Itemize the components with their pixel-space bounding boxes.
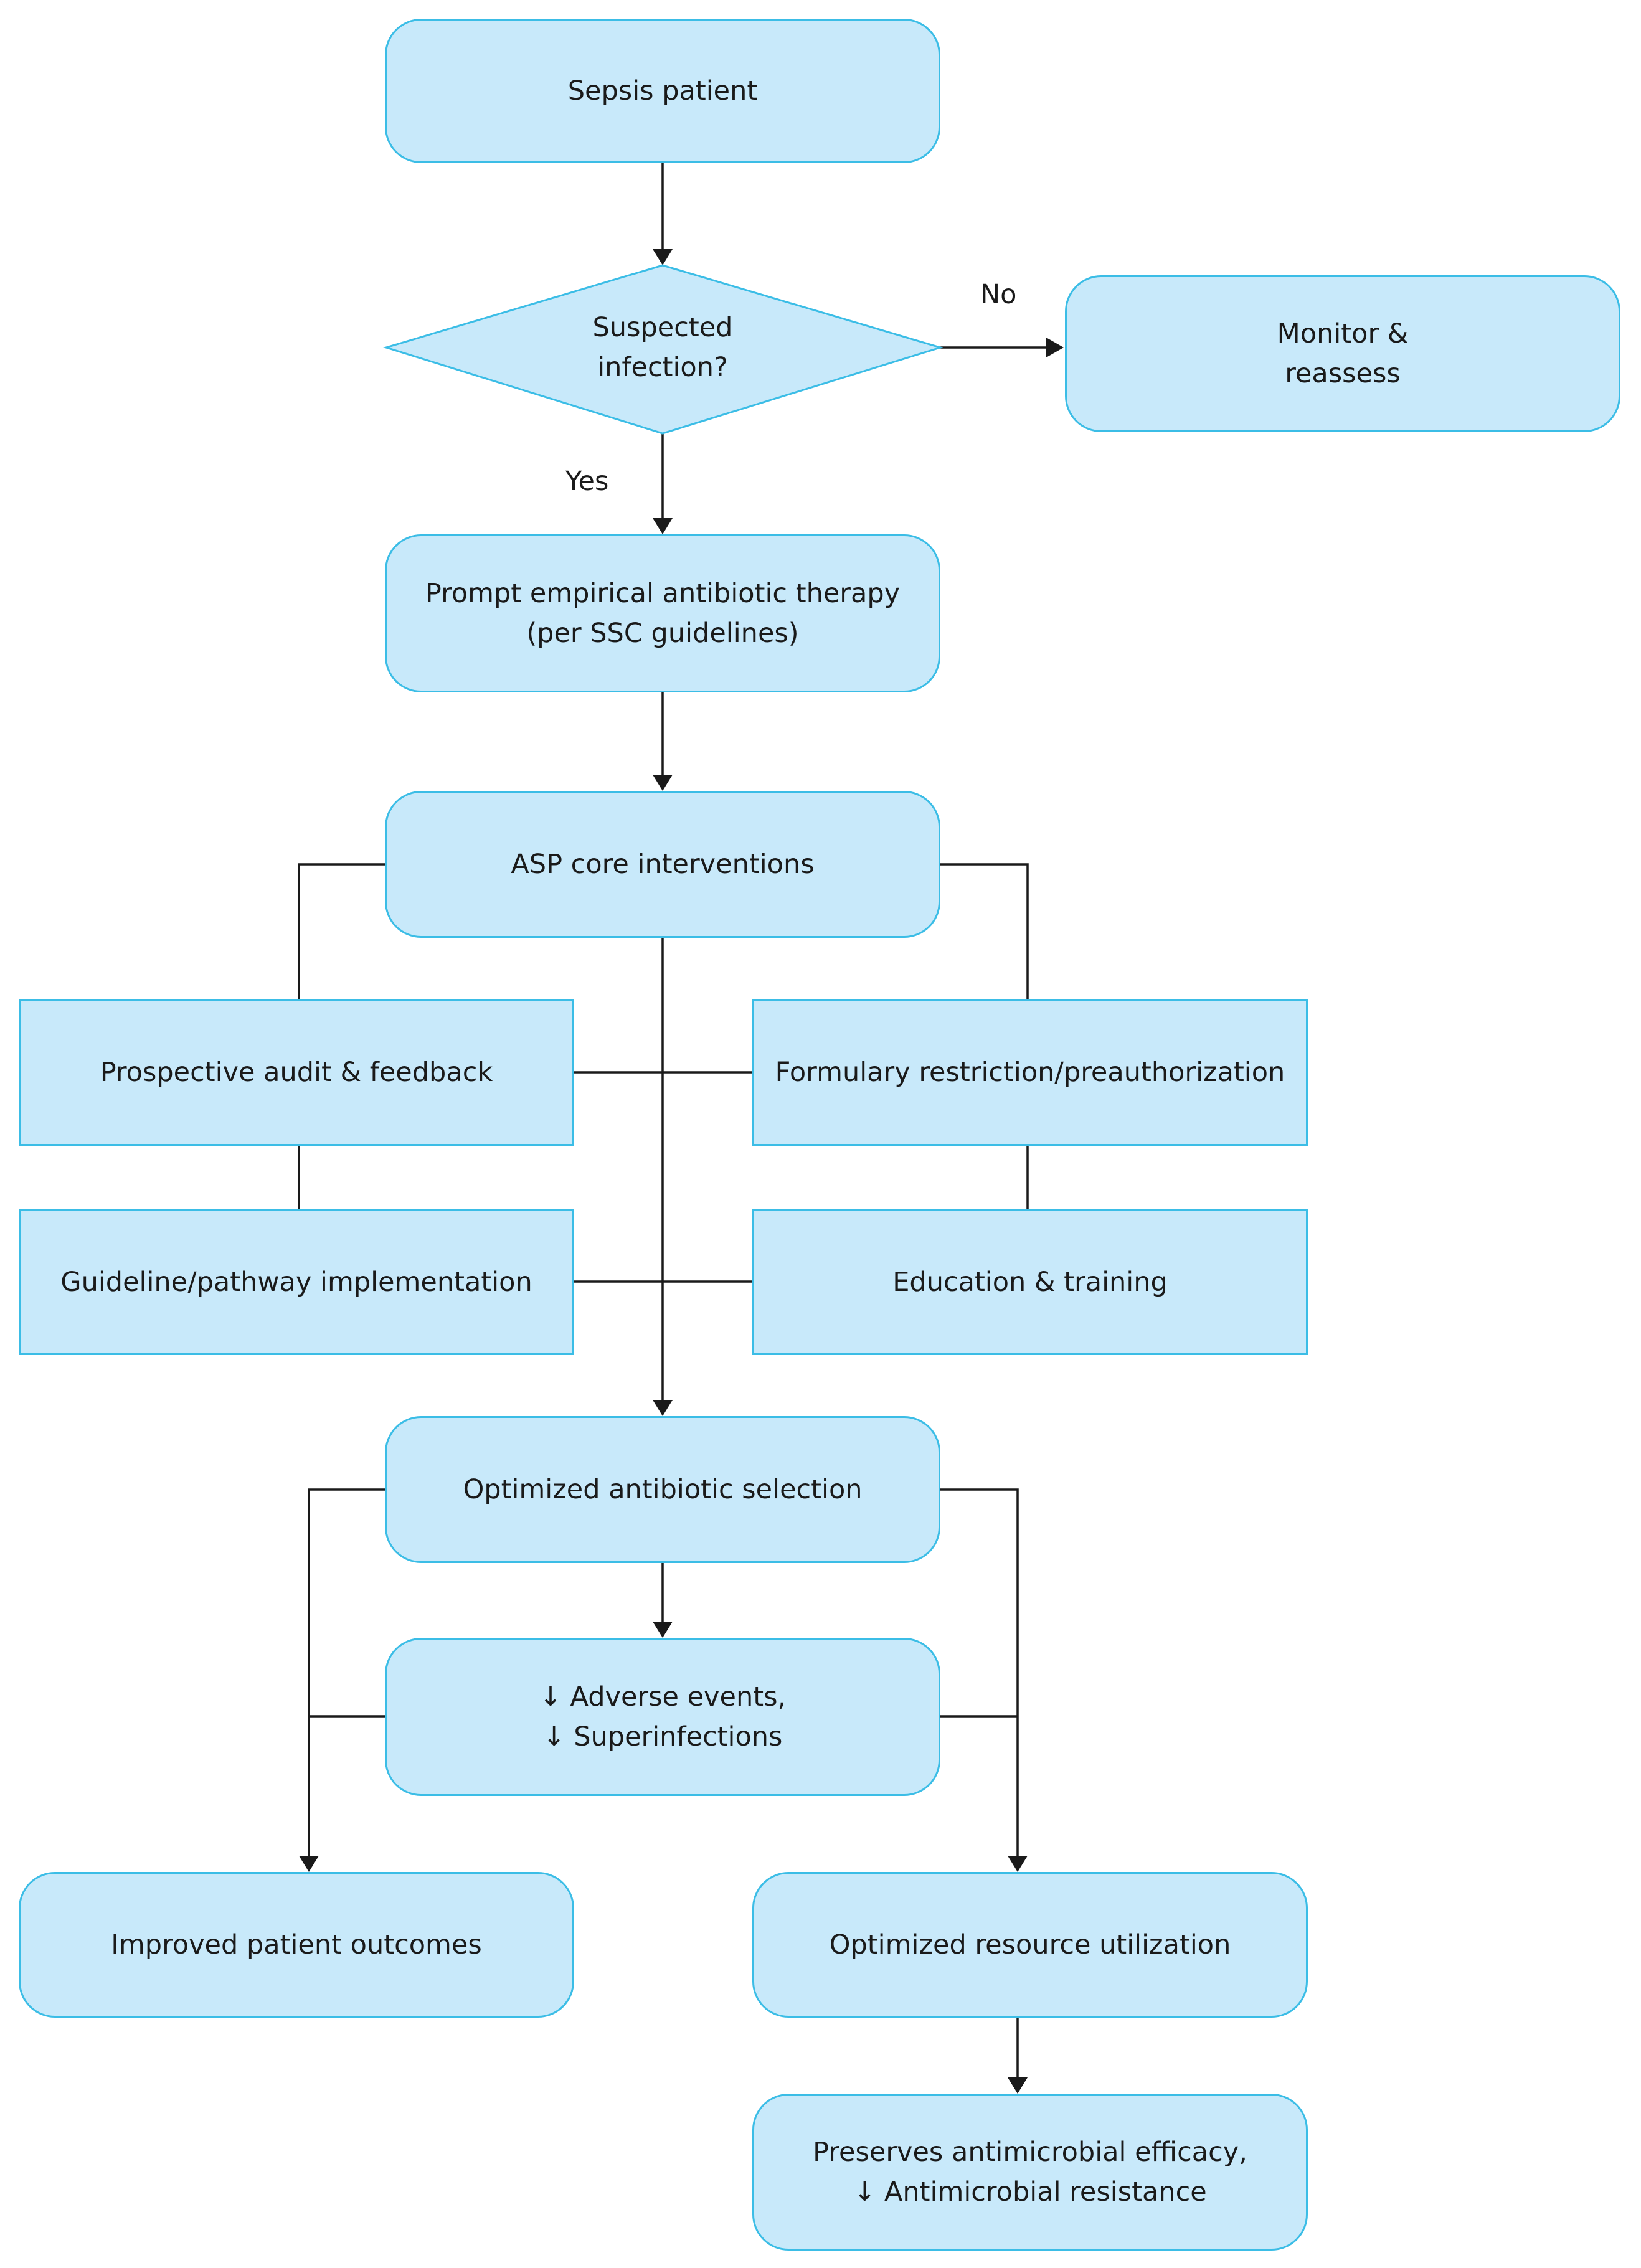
arrowhead (653, 1400, 673, 1416)
node-formulary-restriction: Formulary restriction/preauthorization (752, 999, 1308, 1146)
edge-label-yes: Yes (565, 466, 609, 497)
node-adverse-events: ↓ Adverse events, ↓ Superinfections (385, 1638, 940, 1796)
node-optimized-resource: Optimized resource utilization (752, 1872, 1308, 2018)
arrowhead (653, 775, 673, 791)
node-optimized-selection: Optimized antibiotic selection (385, 1416, 940, 1563)
node-prompt-therapy: Prompt empirical antibiotic therapy (per… (385, 534, 940, 692)
node-preserves-efficacy: Preserves antimicrobial efficacy, ↓ Anti… (752, 2094, 1308, 2251)
node-suspected-infection: Suspected infection? (538, 308, 787, 387)
decision-line-1: Suspected (592, 312, 733, 343)
arrowhead (653, 1622, 673, 1638)
node-improved-outcomes: Improved patient outcomes (19, 1872, 574, 2018)
arrowhead (1008, 2077, 1028, 2094)
arrowhead (1008, 1856, 1028, 1872)
arrow-selection-to-resource (940, 1488, 1019, 1862)
arrow-selection-to-outcomes (308, 1488, 385, 1862)
node-asp-core: ASP core interventions (385, 791, 940, 938)
node-monitor-reassess: Monitor & reassess (1065, 275, 1620, 432)
edge-label-no: No (980, 279, 1017, 310)
arrowhead (299, 1856, 319, 1872)
node-sepsis-patient: Sepsis patient (385, 19, 940, 163)
arrowhead (653, 249, 673, 265)
node-education-training: Education & training (752, 1209, 1308, 1355)
decision-diamond (382, 264, 944, 435)
arrowhead (653, 518, 673, 534)
decision-line-2: infection? (597, 352, 728, 383)
node-prospective-audit: Prospective audit & feedback (19, 999, 574, 1146)
connector-asp-to-audit (298, 863, 385, 999)
node-guideline-pathway: Guideline/pathway implementation (19, 1209, 574, 1355)
connector-asp-to-formulary (940, 863, 1029, 999)
arrowhead (1046, 338, 1064, 357)
